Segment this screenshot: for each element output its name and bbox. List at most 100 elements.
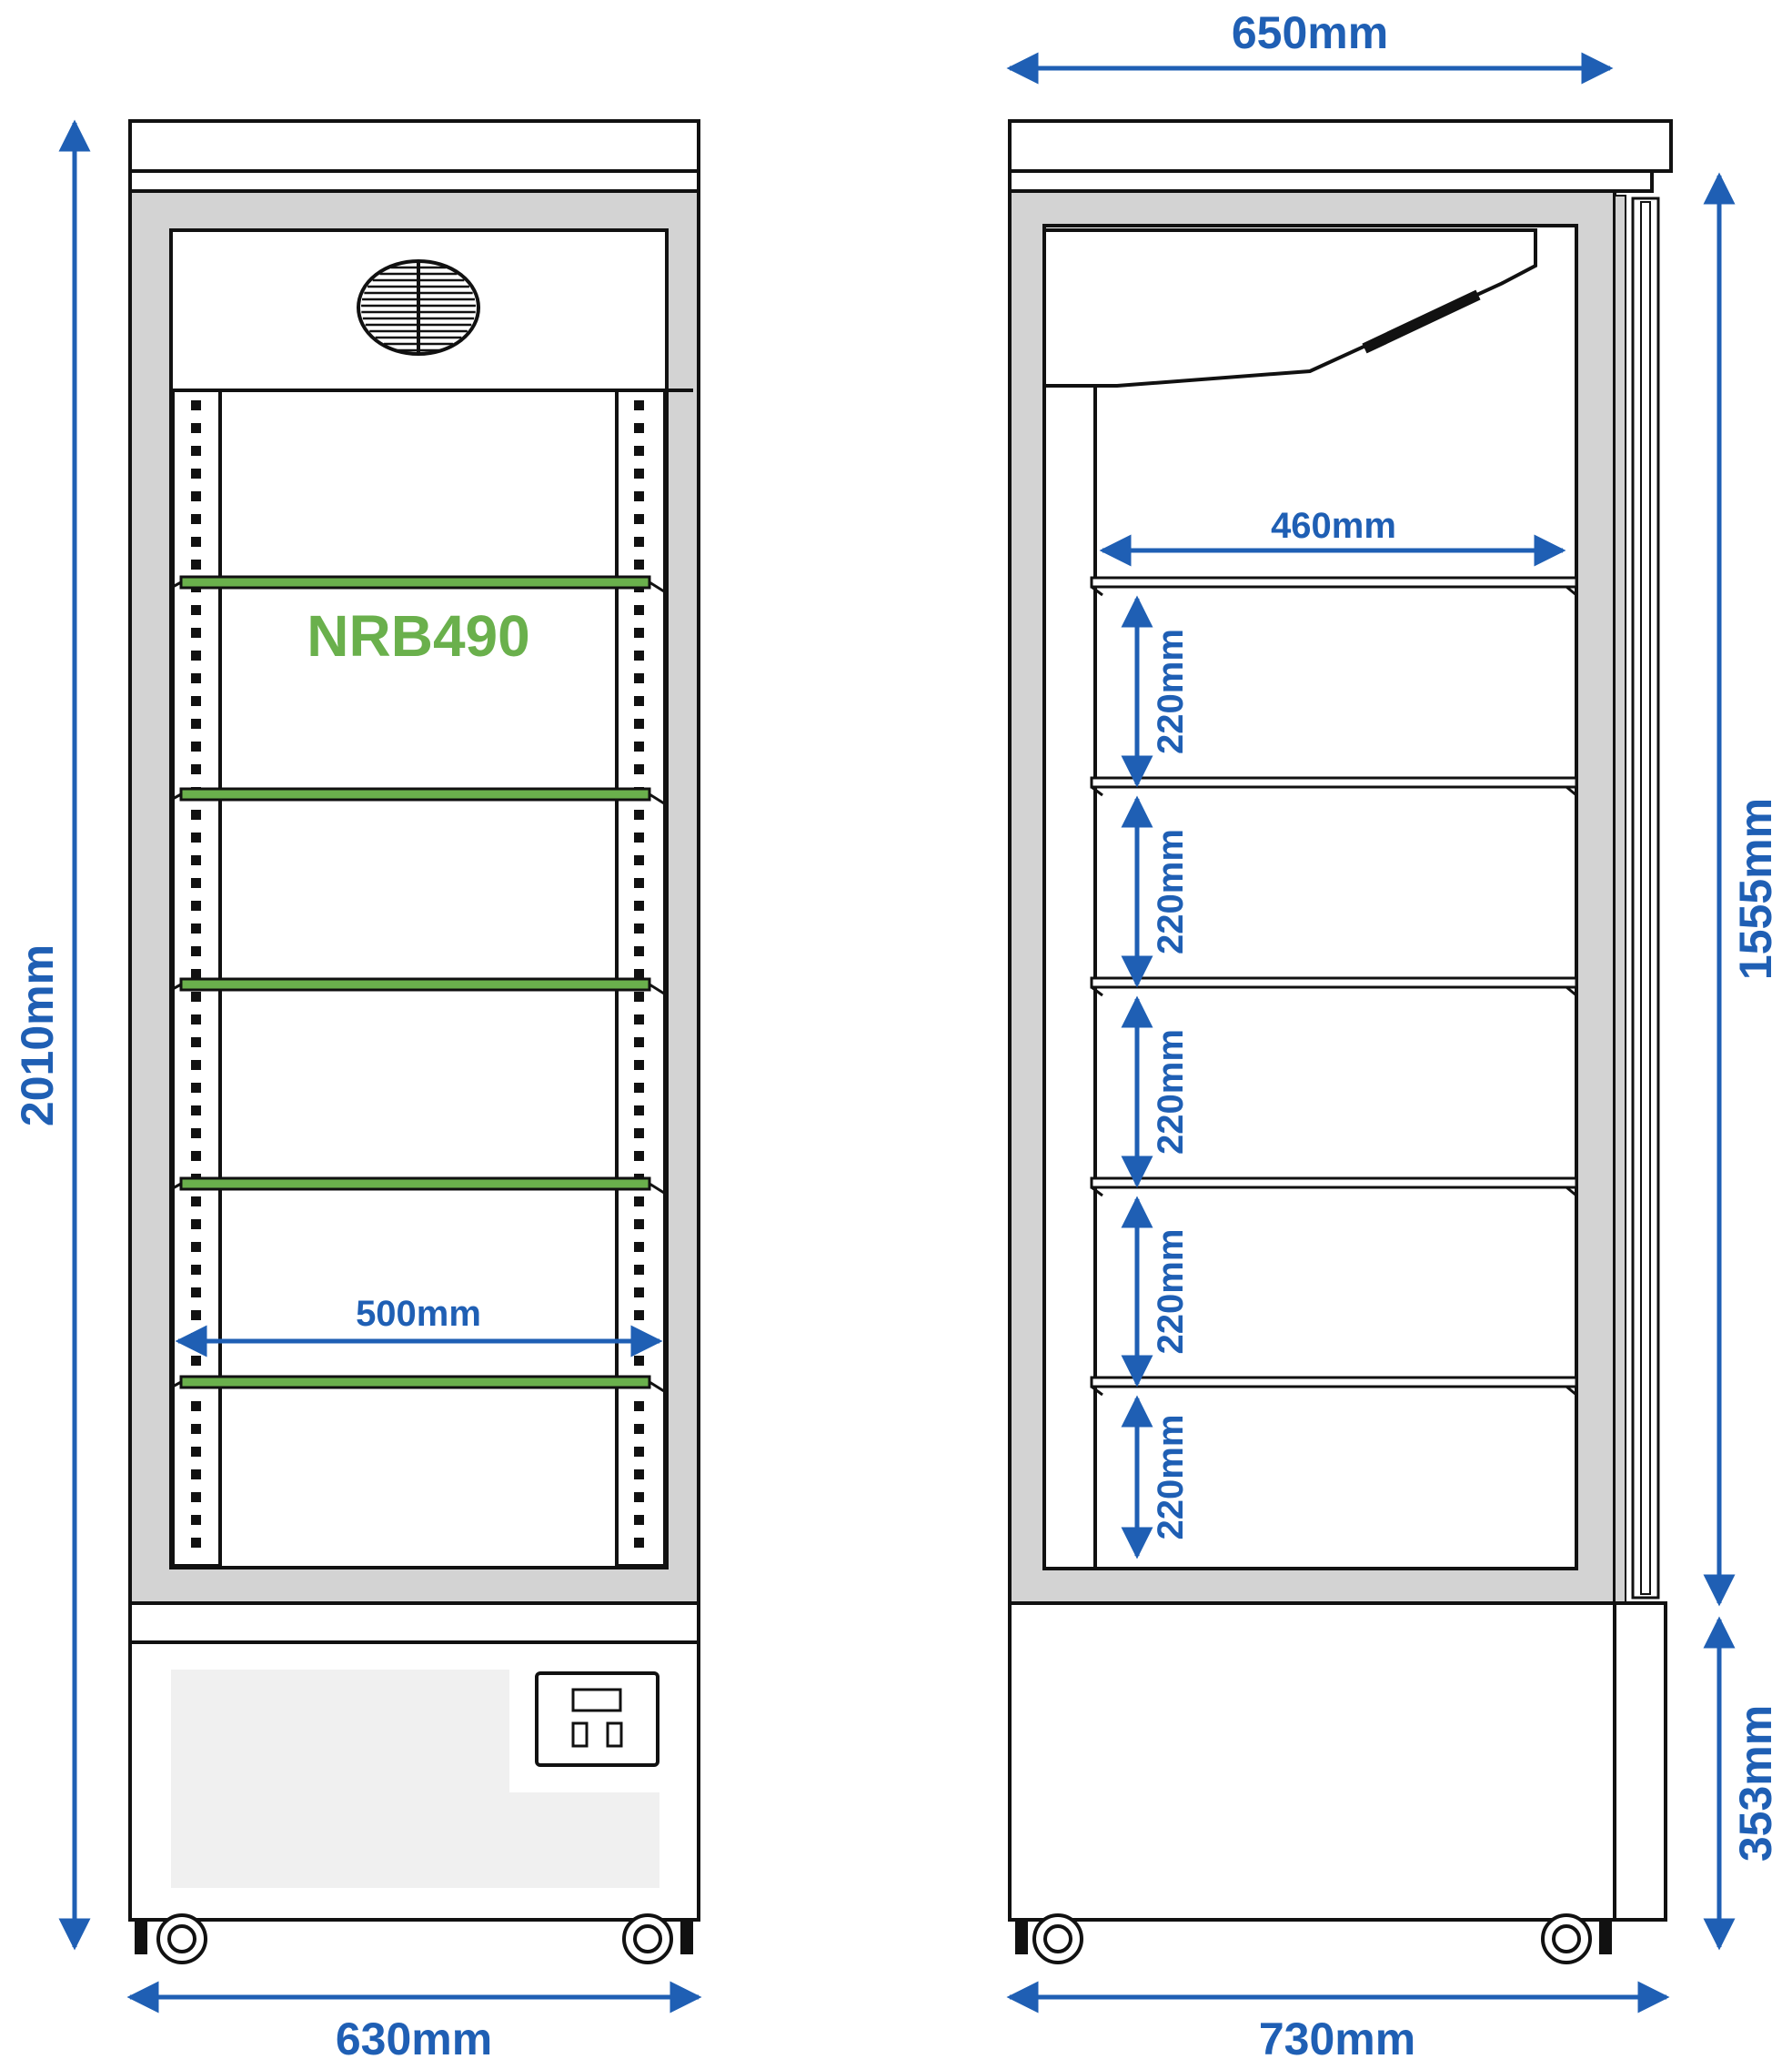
side-shelf-bracket [1565,985,1577,997]
rail-hole [191,810,201,820]
rail-hole [634,1060,644,1070]
side-top-strip [1008,169,1654,193]
rail-hole [634,1356,644,1366]
rail-hole [191,1196,201,1206]
rail-hole [634,969,644,979]
front-door-glass [169,228,669,1569]
rail-hole [634,1515,644,1525]
rail-hole [191,1265,201,1275]
door-height-label: 1555mm [1730,798,1781,980]
side-door-handle [1631,197,1660,1600]
rail-hole [634,1242,644,1252]
rail-hole [634,651,644,661]
side-left-wheel-icon [1015,1913,1083,1964]
side-shelf [1090,576,1578,589]
rail-hole [191,1538,201,1548]
side-top-cap [1008,119,1673,173]
side-view [1008,119,1673,1964]
front-shelf [179,977,651,992]
rail-hole [191,969,201,979]
shelf-spacing-label: 220mm [1151,629,1191,754]
rail-hole [634,1492,644,1502]
front-view [128,119,700,1964]
rail-hole [634,923,644,934]
top-depth-label: 650mm [1232,7,1388,58]
rail-hole [634,1401,644,1411]
rail-hole [634,992,644,1002]
rail-hole [191,1151,201,1161]
rail-hole [634,810,644,820]
rail-hole [191,1128,201,1138]
rail-hole [634,1469,644,1479]
side-shelf [1090,1376,1578,1388]
front-shelf-bracket [649,1380,665,1393]
rail-hole [634,719,644,729]
rail-hole [191,742,201,752]
rail-hole [191,514,201,524]
rail-hole [191,651,201,661]
side-shelf [1090,1176,1578,1189]
rail-hole [191,923,201,934]
front-shelf [179,787,651,802]
rail-hole [634,1310,644,1320]
side-shelf [1090,976,1578,989]
rail-hole [191,469,201,479]
side-evaporator-fan [1362,289,1481,354]
control-panel-icon [535,1671,659,1767]
front-top-cap [128,119,700,173]
rail-hole [191,1105,201,1115]
shelf-spacing-label: 220mm [1151,829,1191,954]
front-shelf [179,1176,651,1191]
rail-hole [191,833,201,843]
shelf-depth-label: 460mm [1271,506,1396,546]
rail-hole [634,1014,644,1024]
rail-hole [634,628,644,638]
rail-hole [634,1424,644,1434]
rail-hole [634,1219,644,1229]
front-shelf-bracket [649,1182,665,1195]
rail-hole [191,560,201,570]
rail-hole [191,764,201,774]
side-door-edge [1614,195,1626,1604]
inner-width-label: 500mm [356,1294,481,1334]
side-shelf-bracket [1091,1186,1103,1197]
rail-hole [191,537,201,547]
rail-hole [191,901,201,911]
rail-hole [191,1424,201,1434]
front-base-vent-panel [171,1670,659,1888]
rail-hole [634,446,644,456]
rail-hole [634,1287,644,1297]
rail-hole [191,1287,201,1297]
rail-hole [191,1356,201,1366]
rail-hole [634,673,644,683]
shelf-spacing-label: 220mm [1151,1029,1191,1155]
rail-hole [634,491,644,501]
rail-hole [634,833,644,843]
rail-hole [634,423,644,433]
rail-hole [191,946,201,956]
side-shelf-bracket [1565,785,1577,797]
side-base [1008,1601,1616,1922]
rail-hole [634,946,644,956]
rail-hole [191,1037,201,1047]
rail-hole [634,1447,644,1457]
model-label: NRB490 [307,603,529,669]
rail-hole [191,673,201,683]
fan-grille-icon [357,259,480,356]
front-shelf-bracket [170,792,182,802]
rail-hole [634,1083,644,1093]
rail-hole [634,764,644,774]
rail-hole [634,742,644,752]
front-left-wheel-icon [135,1913,207,1964]
front-shelf-bracket [170,983,182,992]
rail-hole [634,514,644,524]
rail-hole [634,1538,644,1548]
rail-hole [191,1083,201,1093]
rail-hole [191,605,201,615]
rail-hole [634,1128,644,1138]
total-height-label: 2010mm [12,944,63,1126]
side-shelf-bracket [1091,585,1103,597]
base-height-label: 353mm [1730,1705,1781,1862]
front-shelf [179,575,651,590]
